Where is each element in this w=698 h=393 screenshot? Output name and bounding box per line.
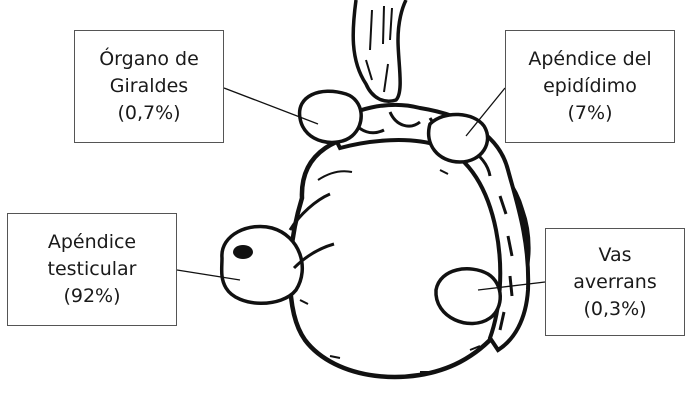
- label-apendice-del-epididimo: Apéndice del epidídimo (7%): [505, 30, 675, 143]
- label-percentage: (7%): [568, 100, 613, 127]
- label-percentage: (92%): [63, 283, 120, 310]
- appendix-epididymis-shape: [429, 114, 488, 162]
- spermatic-cord: [353, 0, 406, 101]
- label-line: Órgano de: [99, 46, 199, 73]
- appendix-testis-shape: [222, 226, 303, 303]
- label-line: Giraldes: [110, 73, 188, 100]
- appendix-testis-spot: [233, 245, 253, 259]
- label-line: Apéndice del: [528, 46, 651, 73]
- label-line: averrans: [573, 269, 656, 296]
- label-organo-de-giraldes: Órgano de Giraldes (0,7%): [74, 30, 224, 143]
- label-line: Vas: [598, 242, 631, 269]
- label-percentage: (0,3%): [583, 296, 646, 323]
- label-line: testicular: [48, 256, 137, 283]
- vas-aberrans-shape: [436, 269, 500, 324]
- label-line: Apéndice: [48, 229, 136, 256]
- label-line: epidídimo: [543, 73, 637, 100]
- label-percentage: (0,7%): [117, 100, 180, 127]
- label-apendice-testicular: Apéndice testicular (92%): [7, 213, 177, 326]
- label-vas-averrans: Vas averrans (0,3%): [545, 228, 685, 336]
- organ-giraldes-shape: [300, 91, 362, 142]
